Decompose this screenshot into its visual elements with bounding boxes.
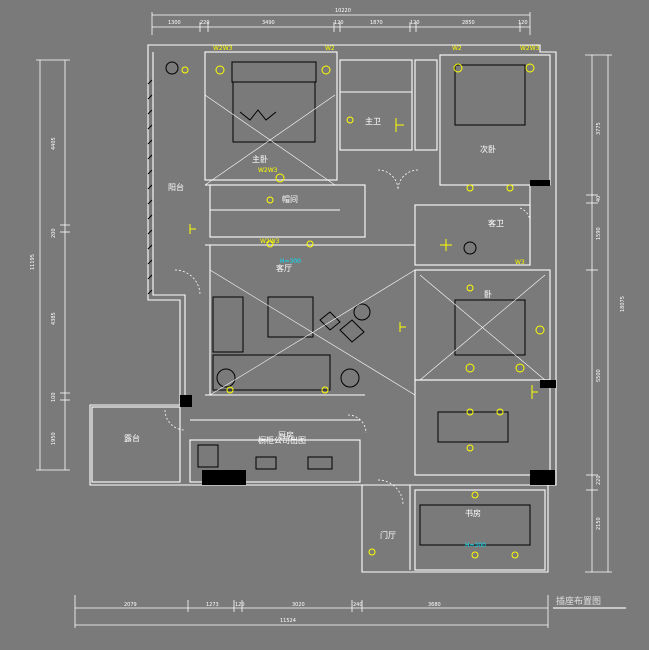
dim-right-1: 3775	[596, 122, 602, 135]
socket-tag-4: W2	[452, 45, 462, 52]
room-label-living-room: 客厅	[276, 263, 292, 273]
socket-tag-2: W2W3	[520, 45, 540, 52]
room-label-bedroom: 卧	[484, 290, 492, 299]
room-label-kitchen-note: 橱柜公司出图	[258, 435, 306, 445]
dim-left-1: 4405	[51, 137, 57, 150]
door-swings	[164, 169, 531, 506]
dim-left-2: 200	[51, 228, 57, 238]
dim-left-4: 100	[51, 392, 57, 402]
dim-right-5: 220	[596, 475, 602, 485]
dim-right-4: 5500	[596, 369, 602, 382]
dim-right-2: 40	[596, 196, 602, 202]
room-label-master-bedroom: 主卧	[252, 154, 268, 164]
room-label-cloakroom: 帽间	[282, 194, 298, 204]
cyan-height-tag-1: H=300	[280, 258, 301, 265]
dim-top-1: 1300	[168, 20, 181, 26]
drawing-title: 插座布置图	[556, 595, 601, 607]
socket-symbols	[181, 63, 545, 559]
dim-right-3: 1590	[596, 227, 602, 240]
socket-tag-1: W2W3	[213, 45, 233, 52]
structural-columns	[180, 180, 556, 485]
left-dimensions	[36, 59, 70, 471]
walls	[89, 44, 557, 573]
balcony-railing	[147, 79, 153, 295]
room-label-study: 书房	[465, 508, 481, 518]
socket-tag-6: W2W3	[260, 238, 280, 245]
dim-bottom-4: 3020	[292, 602, 305, 608]
dim-top-4: 120	[334, 20, 344, 26]
right-dimensions	[585, 54, 612, 573]
dim-bottom-total: 11524	[280, 618, 296, 624]
room-label-master-bath: 主卫	[365, 116, 381, 126]
dim-top-8: 120	[518, 20, 528, 26]
dim-top-7: 2850	[462, 20, 475, 26]
dim-bottom-3: 120	[235, 602, 245, 608]
room-label-guest-bath: 客卫	[488, 218, 504, 228]
room-label-terrace: 露台	[124, 433, 140, 443]
furniture	[165, 61, 531, 546]
dim-left-3: 4385	[51, 312, 57, 325]
dim-left-5: 1950	[51, 432, 57, 445]
room-label-kitchen: 厨房	[278, 430, 294, 440]
top-dimensions	[151, 12, 531, 35]
cyan-height-tag-2: H=300	[465, 542, 486, 549]
dim-bottom-6: 3680	[428, 602, 441, 608]
dim-top-5: 1870	[370, 20, 383, 26]
dim-right-total: 18075	[620, 296, 626, 312]
dim-top-total: 10220	[335, 8, 351, 14]
dim-top-6: 120	[410, 20, 420, 26]
socket-tag-5: W2W3	[258, 167, 278, 174]
room-label-foyer: 门厅	[380, 530, 396, 540]
bottom-dimensions	[74, 595, 549, 628]
dim-bottom-1: 2079	[124, 602, 137, 608]
dim-right-6: 2150	[596, 517, 602, 530]
dim-bottom-2: 1273	[206, 602, 219, 608]
lighting-axes	[204, 94, 546, 396]
dim-top-2: 220	[200, 20, 210, 26]
room-label-second-bedroom: 次卧	[480, 144, 496, 154]
socket-tag-3: W2	[325, 45, 335, 52]
dim-top-3: 3490	[262, 20, 275, 26]
dim-left-total: 11195	[30, 254, 36, 270]
socket-tag-7: W3	[515, 259, 525, 266]
room-label-balcony: 阳台	[168, 182, 184, 192]
dim-bottom-5: 240	[353, 602, 363, 608]
